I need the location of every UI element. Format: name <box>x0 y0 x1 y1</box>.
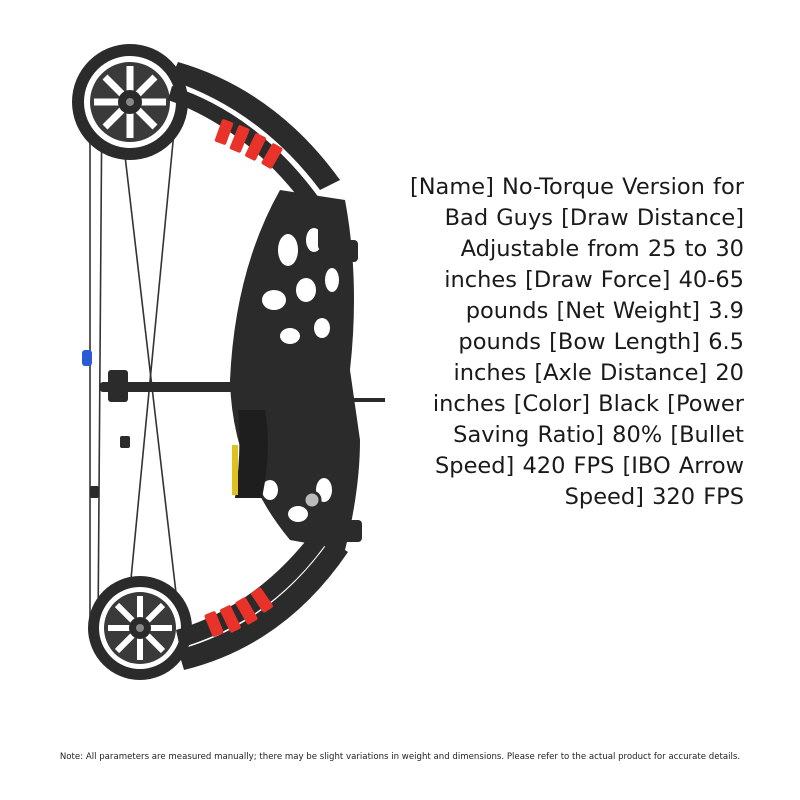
string-silencers <box>90 436 130 498</box>
riser <box>100 190 385 550</box>
string-rest-accent <box>82 350 92 366</box>
compound-bow-image <box>72 44 385 680</box>
upper-cam <box>72 44 188 160</box>
footer-note: Note: All parameters are measured manual… <box>59 752 741 762</box>
limb-dampener-upper <box>214 119 283 169</box>
limb-dampener-lower <box>204 587 273 637</box>
lower-cam <box>88 576 192 680</box>
bow-strings <box>89 89 179 631</box>
product-specifications: [Name] No-Torque Version for Bad Guys [D… <box>409 174 744 510</box>
upper-limb <box>168 62 340 210</box>
